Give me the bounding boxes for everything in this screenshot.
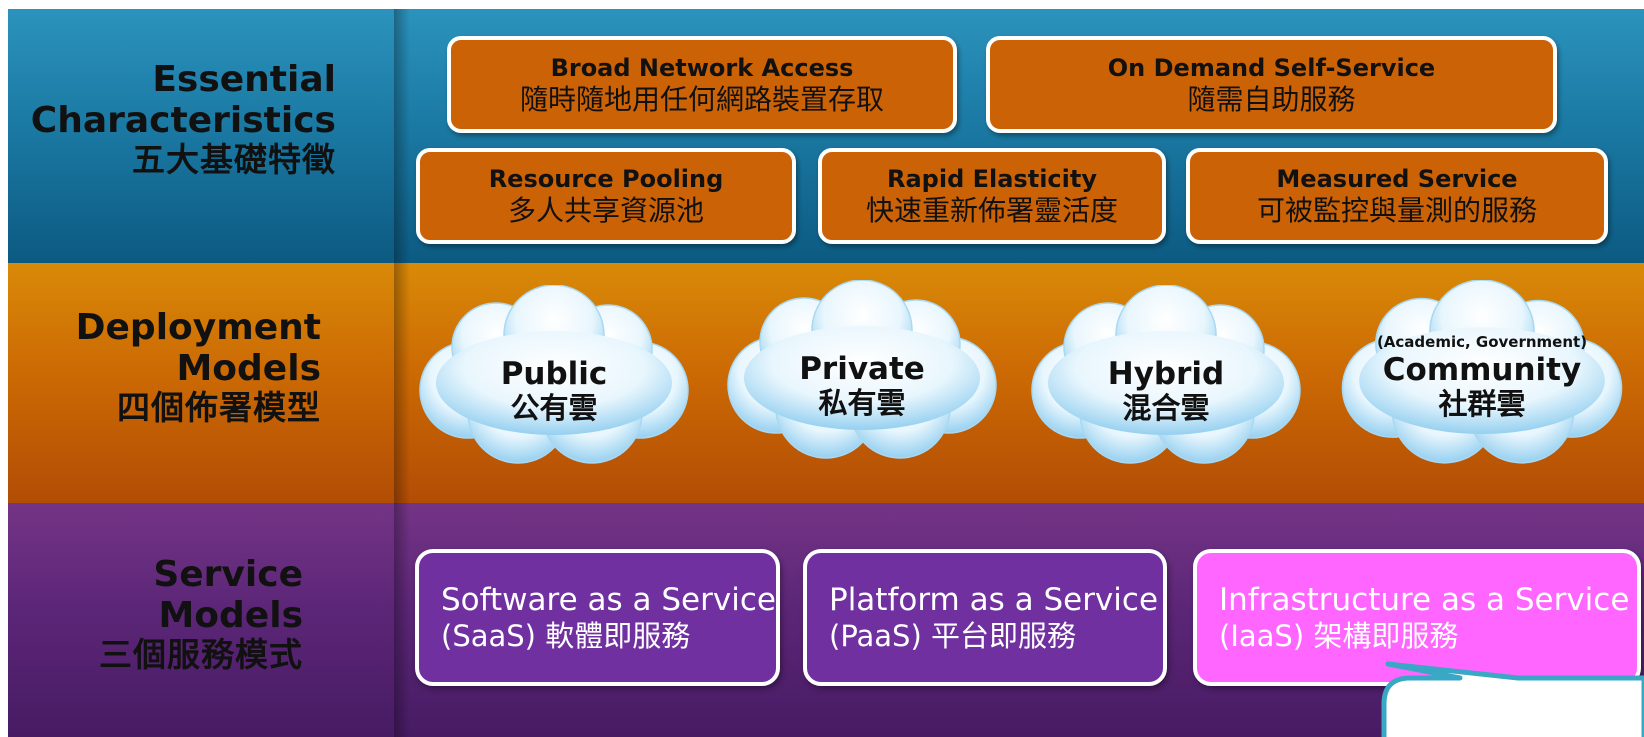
characteristic-on-demand-self-service: On Demand Self-Service 隨需自助服務 <box>986 36 1557 133</box>
service-title-line1: Service <box>153 554 303 595</box>
cloud-community-label: (Academic, Government) Community 社群雲 <box>1330 334 1634 420</box>
deployment-en: Community <box>1382 351 1582 388</box>
service-paas: Platform as a Service (PaaS) 平台即服務 <box>803 549 1167 686</box>
cloud-public-label: Public 公有雲 <box>408 357 700 424</box>
characteristic-measured-service: Measured Service 可被監控與量測的服務 <box>1186 148 1608 244</box>
service-title-zh: 三個服務模式 <box>99 635 303 675</box>
service-iaas: Infrastructure as a Service (IaaS) 架構即服務 <box>1193 549 1641 686</box>
characteristic-en: On Demand Self-Service <box>1107 53 1436 82</box>
essential-characteristics-label: Essential Characteristics 五大基礎特徵 <box>30 59 336 180</box>
characteristic-en: Broad Network Access <box>550 53 854 82</box>
service-title-line2: Models <box>158 594 303 636</box>
deployment-en: Private <box>799 351 925 387</box>
service-line1: Infrastructure as a Service <box>1219 581 1630 618</box>
cloud-hybrid: Hybrid 混合雲 <box>1020 285 1312 470</box>
characteristic-en: Measured Service <box>1276 165 1518 194</box>
characteristic-zh: 隨時隨地用任何網路裝置存取 <box>519 82 884 116</box>
essential-title-line1: Essential <box>152 59 336 100</box>
cloud-public: Public 公有雲 <box>408 285 700 470</box>
service-models-label: Service Models 三個服務模式 <box>99 554 303 675</box>
deployment-zh: 社群雲 <box>1438 386 1526 421</box>
deployment-en: Public <box>500 356 608 392</box>
cloud-private: Private 私有雲 <box>716 280 1008 465</box>
deployment-models-label: Deployment Models 四個佈署模型 <box>75 307 321 428</box>
characteristic-en: Resource Pooling <box>488 165 724 194</box>
service-line1: Platform as a Service <box>829 581 1159 618</box>
deployment-title-line1: Deployment <box>75 307 321 348</box>
characteristic-en: Rapid Elasticity <box>887 165 1097 194</box>
characteristic-rapid-elasticity: Rapid Elasticity 快速重新佈署靈活度 <box>818 148 1166 244</box>
deployment-en: Hybrid <box>1107 356 1225 392</box>
characteristic-zh: 多人共享資源池 <box>507 194 704 228</box>
service-line1: Software as a Service <box>441 581 776 618</box>
characteristic-resource-pooling: Resource Pooling 多人共享資源池 <box>416 148 796 244</box>
essential-title-zh: 五大基礎特徵 <box>132 140 336 180</box>
service-saas: Software as a Service (SaaS) 軟體即服務 <box>415 549 780 686</box>
column-divider-shadow <box>394 9 410 737</box>
deployment-note: (Academic, Government) <box>1376 333 1588 351</box>
characteristic-broad-network-access: Broad Network Access 隨時隨地用任何網路裝置存取 <box>447 36 957 133</box>
cloud-hybrid-label: Hybrid 混合雲 <box>1020 357 1312 424</box>
callout-bubble <box>1381 661 1644 737</box>
deployment-zh: 混合雲 <box>1122 390 1210 425</box>
essential-title-line2: Characteristics <box>30 99 336 141</box>
cloud-community: (Academic, Government) Community 社群雲 <box>1330 280 1634 470</box>
deployment-zh: 私有雲 <box>818 385 906 420</box>
service-line2: (SaaS) 軟體即服務 <box>441 618 691 653</box>
deployment-title-line2: Models <box>176 347 321 389</box>
service-line2: (IaaS) 架構即服務 <box>1219 618 1459 653</box>
characteristic-zh: 隨需自助服務 <box>1187 82 1356 116</box>
deployment-zh: 公有雲 <box>510 390 598 425</box>
characteristic-zh: 快速重新佈署靈活度 <box>865 194 1118 228</box>
characteristic-zh: 可被監控與量測的服務 <box>1256 194 1537 228</box>
cloud-private-label: Private 私有雲 <box>716 352 1008 419</box>
deployment-title-zh: 四個佈署模型 <box>117 388 321 428</box>
service-line2: (PaaS) 平台即服務 <box>829 618 1076 653</box>
